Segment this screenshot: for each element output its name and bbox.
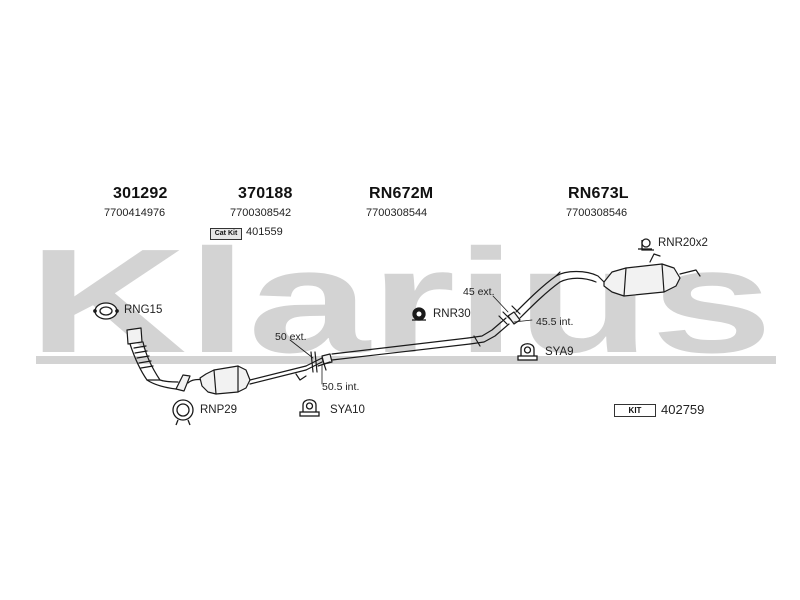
fitting-label-sya10: SYA10 — [330, 404, 365, 416]
fitting-label-rnp29: RNP29 — [200, 404, 238, 416]
fitting-kit-badge: KIT — [614, 404, 656, 417]
rubber-mount-pair-icon — [638, 238, 654, 251]
fitting-label-rnr20x2: RNR20x2 — [658, 237, 708, 249]
catalytic-converter — [199, 365, 307, 395]
fitting-label-rnr30: RNR30 — [433, 308, 471, 320]
hanger-icon-rear — [517, 343, 538, 361]
oem-number-front-pipe: 7700414976 — [104, 207, 166, 219]
oem-number-catalyst: 7700308542 — [230, 207, 292, 219]
gasket-icon — [93, 302, 119, 320]
oem-number-rear-silencer: 7700308546 — [566, 207, 628, 219]
fitting-kit-number: 402759 — [661, 402, 705, 417]
fitting-label-rng15: RNG15 — [124, 304, 163, 316]
centre-pipe — [305, 317, 510, 371]
fitting-label-sya9: SYA9 — [545, 346, 574, 358]
part-number-centre-pipe: RN672M — [369, 185, 434, 202]
part-number-front-pipe: 301292 — [113, 185, 168, 202]
brand-underline — [36, 356, 776, 364]
cat-kit-number: 401559 — [246, 226, 283, 238]
rubber-mount-icon — [412, 307, 426, 321]
clamp-ring-icon — [172, 399, 194, 426]
measurement-45-5-int: 45.5 int. — [536, 316, 574, 328]
joint-clamp-rear — [498, 305, 521, 325]
measurement-45-ext: 45 ext. — [463, 286, 495, 298]
cat-kit-badge: Cat Kit — [210, 228, 242, 240]
joint-clamp-front — [310, 351, 331, 373]
measurement-leaders — [289, 295, 533, 385]
hanger-icon-front — [299, 399, 320, 417]
measurement-50-5-int: 50.5 int. — [322, 381, 360, 393]
part-number-catalyst: 370188 — [238, 185, 293, 202]
measurement-50-ext: 50 ext. — [275, 331, 307, 343]
oem-number-centre-pipe: 7700308544 — [366, 207, 428, 219]
rear-silencer — [507, 253, 701, 325]
part-number-rear-silencer: RN673L — [568, 185, 629, 202]
